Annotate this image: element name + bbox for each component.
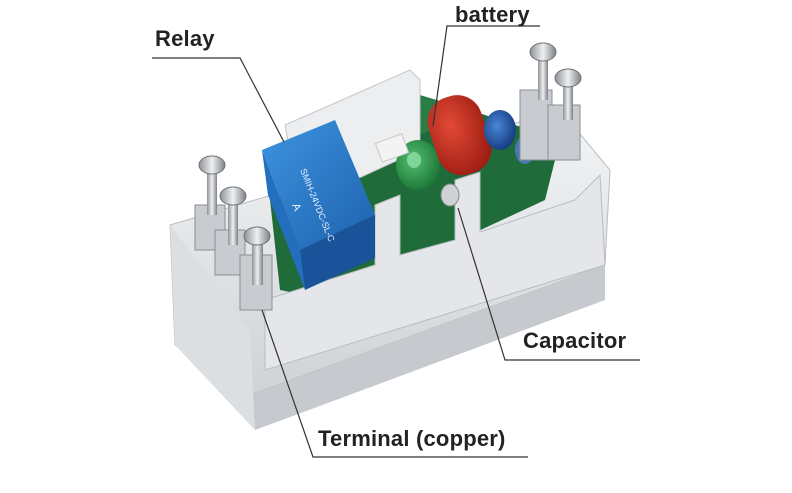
connector [374, 133, 410, 163]
battery-label: battery [455, 2, 530, 27]
relay-component: SMIH-24VDC-SL-C A [262, 120, 375, 290]
leader-lines [152, 25, 640, 458]
relay-leader [152, 57, 285, 143]
capacitor-label: Capacitor [523, 328, 627, 353]
terminal-leader [261, 309, 528, 458]
capacitor-leader [457, 207, 640, 361]
left-terminals [194, 155, 273, 311]
red-capacitor [427, 95, 492, 176]
relay-marking-letter: A [289, 202, 303, 214]
small-capacitor [440, 183, 460, 207]
battery-leader [432, 25, 540, 127]
right-terminals [519, 42, 582, 161]
terminal-label: Terminal (copper) [318, 426, 506, 451]
relay-label: Relay [155, 26, 215, 51]
